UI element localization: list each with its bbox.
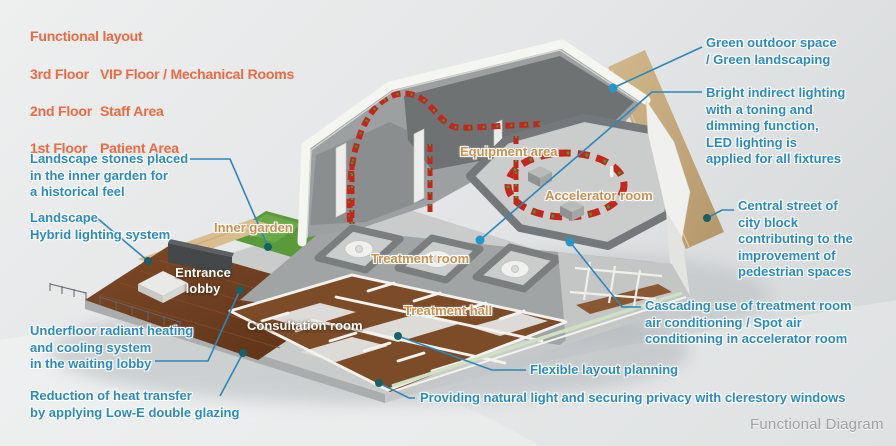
accelerator-ring-red — [504, 149, 628, 221]
label-consultation-room: Consultation room — [247, 318, 363, 333]
callout-indirect-lighting: Bright indirect lighting with a toning a… — [706, 85, 846, 166]
legend-row-3rd-floor: 3rd Floor VIP Floor / Mechanical Rooms — [30, 66, 310, 82]
callout-green-outdoor: Green outdoor space / Green landscaping — [706, 35, 837, 67]
clerestory-strip — [391, 291, 687, 392]
legend-functional-layout: Functional layout 3rd Floor VIP Floor / … — [30, 12, 310, 177]
gantry-equipment — [344, 240, 530, 278]
callout-underfloor-heating: Underfloor radiant heating and cooling s… — [30, 323, 194, 371]
right-wing — [558, 252, 690, 342]
leader-green-outdoor — [612, 46, 703, 89]
treatment-rooms — [314, 224, 562, 293]
leader-dots — [144, 83, 711, 387]
dot-cascading-ac — [565, 237, 575, 247]
dot-green-outdoor — [608, 83, 618, 93]
leader-indirect-lighting — [479, 91, 702, 241]
leader-heat-transfer — [219, 352, 244, 397]
leader-central-street — [706, 209, 734, 219]
legend-floor-label: 2nd Floor — [30, 103, 92, 119]
fence — [49, 283, 181, 330]
dot-clerestory — [375, 379, 383, 387]
leader-landscape-stones — [190, 158, 269, 248]
callout-landscape-stones: Landscape stones placed in the inner gar… — [30, 151, 189, 199]
diagram-caption: Functional Diagram — [750, 416, 884, 433]
beam-columns — [349, 136, 519, 224]
outer-walls — [297, 39, 691, 296]
dot-flexible-layout — [394, 332, 402, 340]
label-treatment-room: Treatment room — [371, 251, 470, 266]
callout-heat-transfer: Reduction of heat transfer by applying L… — [30, 388, 240, 420]
callout-cascading-ac: Cascading use of treatment room air cond… — [645, 298, 852, 346]
dot-indirect-lighting — [475, 235, 485, 245]
label-treatment-hall: Treatment hall — [404, 303, 493, 318]
beam-line — [346, 90, 541, 224]
upper-partition-walls — [335, 119, 503, 218]
right-wing-corridor — [576, 284, 672, 314]
label-inner-garden: Inner garden — [214, 220, 293, 235]
label-equipment-area: Equipment area — [460, 144, 558, 159]
leader-flexible-layout — [397, 335, 526, 371]
figure — [610, 166, 614, 177]
lobby-back-wall — [168, 243, 232, 276]
leader-underfloor-heating — [155, 289, 241, 362]
dot-landscape-stones — [264, 243, 272, 251]
equipment-box-2 — [560, 200, 584, 221]
dot-underfloor-heating — [236, 286, 244, 294]
dot-central-street — [703, 214, 711, 222]
legend-title: Functional layout — [30, 28, 143, 44]
callout-central-street: Central street of city block contributin… — [738, 198, 853, 279]
callout-flexible-layout: Flexible layout planning — [530, 362, 679, 377]
legend-row-1st-floor: 1st Floor Patient Area — [30, 140, 310, 156]
legend-floor-label: 1st Floor — [30, 140, 88, 156]
callout-clerestory: Providing natural light and securing pri… — [420, 390, 846, 405]
leader-lines — [96, 46, 734, 399]
dot-heat-transfer — [239, 349, 247, 357]
legend-floor-label: 3rd Floor — [30, 66, 89, 82]
label-accelerator-room: Accelerator room — [545, 188, 653, 203]
leader-landscape-lighting — [96, 217, 149, 262]
legend-floor-desc: Patient Area — [100, 140, 179, 156]
dot-landscape-lighting — [144, 257, 152, 265]
equipment-box-1 — [528, 166, 552, 187]
consultation-walls — [228, 273, 568, 392]
legend-floor-desc: Staff Area — [100, 103, 164, 119]
legend-floor-desc: VIP Floor / Mechanical Rooms — [100, 66, 295, 82]
leader-clerestory — [378, 382, 415, 399]
callout-landscape-lighting: Landscape Hybrid lighting system — [30, 210, 171, 242]
legend-row-2nd-floor: 2nd Floor Staff Area — [30, 103, 310, 119]
label-entrance-lobby: Entrance lobby — [175, 265, 231, 296]
leader-cascading-ac — [569, 241, 641, 308]
entrance-canopy — [138, 271, 188, 303]
